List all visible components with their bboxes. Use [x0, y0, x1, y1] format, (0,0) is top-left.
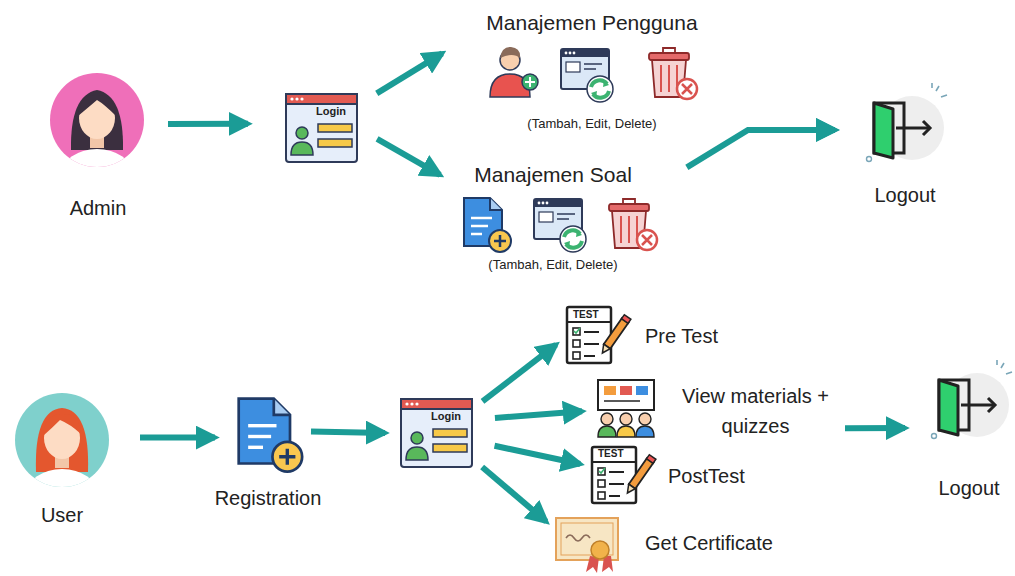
node-label: View materials + quizzes	[668, 381, 843, 441]
node-label: (Tambah, Edit, Delete)	[527, 116, 656, 132]
flow-arrow	[495, 411, 582, 418]
logout-icon	[932, 360, 1013, 439]
edit-icon	[561, 49, 613, 102]
diagram-node: Registration	[225, 392, 311, 512]
diagram-node: TEST Pre Test	[560, 302, 730, 368]
flow-arrow	[140, 435, 215, 441]
edit-icon	[534, 199, 586, 252]
class-icon	[598, 380, 654, 437]
diagram-node: User	[12, 390, 112, 530]
flow-arrow	[495, 446, 581, 464]
admin-figure	[61, 90, 133, 201]
diagram-node: Login	[285, 93, 358, 163]
diagram-node: Logout	[855, 95, 955, 210]
flow-arrow	[845, 425, 905, 431]
node-label: Login	[316, 105, 346, 118]
flow-arrow	[482, 345, 556, 402]
node-label: Manajemen Pengguna	[486, 10, 697, 35]
diagram-node: Manajemen Soal (Tambah, Edit, Delete)	[440, 160, 680, 275]
flow-arrow	[311, 432, 385, 433]
node-label: Get Certificate	[645, 531, 773, 555]
flow-arrow	[377, 139, 440, 175]
delete-icon	[649, 48, 697, 99]
diagram-node: Logout	[925, 372, 1010, 502]
node-label: Logout	[938, 476, 999, 500]
add-question-icon	[464, 198, 511, 252]
node-label: Registration	[215, 486, 322, 510]
flow-arrow	[482, 467, 546, 522]
flow-arrow	[687, 130, 835, 167]
diagram-node: Get Certificate	[550, 512, 810, 576]
test-icon	[567, 307, 631, 363]
node-label: Manajemen Soal	[474, 162, 632, 187]
login-icon	[286, 94, 357, 162]
diagram-node: Admin	[48, 70, 148, 220]
delete-icon	[609, 199, 657, 250]
registration-icon	[239, 399, 302, 472]
add-user-icon	[490, 47, 538, 97]
node-label: Logout	[874, 183, 935, 207]
diagram-node: Login	[400, 398, 473, 470]
node-label: (Tambah, Edit, Delete)	[488, 257, 617, 273]
node-label: Pre Test	[645, 324, 718, 348]
node-label: TEST	[598, 448, 624, 460]
node-label: TEST	[573, 309, 599, 321]
test-icon	[592, 447, 656, 503]
flow-arrow	[168, 121, 248, 127]
diagram-node: Manajemen Pengguna (Tambah, Edit, Delete)	[455, 8, 720, 133]
flow-arrow	[377, 53, 442, 93]
node-label: Admin	[70, 196, 127, 220]
diagram-node: View materials + quizzes	[590, 375, 845, 440]
login-icon	[401, 399, 472, 467]
node-label: User	[41, 503, 83, 527]
node-label: PostTest	[668, 464, 745, 488]
logout-icon	[867, 83, 948, 162]
node-label: Login	[431, 410, 461, 423]
certificate-icon	[556, 518, 618, 573]
diagram-node: TEST PostTest	[585, 442, 745, 508]
